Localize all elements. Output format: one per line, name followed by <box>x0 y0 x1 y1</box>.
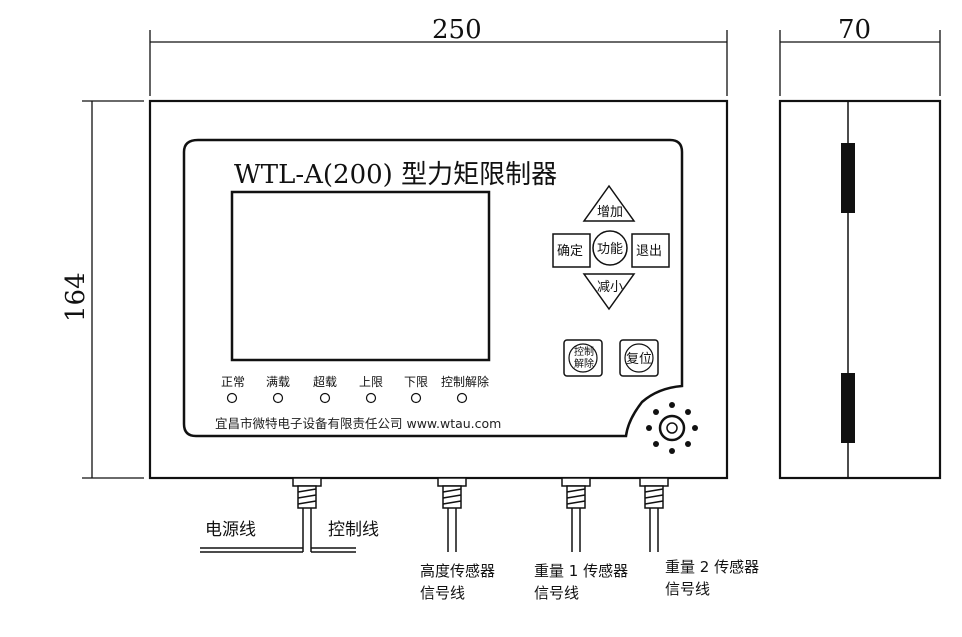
increase-label: 增加 <box>597 205 623 220</box>
increase-button[interactable]: 增加 <box>582 184 636 222</box>
control-release-label-bottom: 解除 <box>574 357 594 370</box>
decrease-button[interactable]: 减小 <box>582 273 636 311</box>
panel-title: WTL-A(200) 型力矩限制器 <box>234 160 557 190</box>
control-cable-label: 控制线 <box>328 520 379 540</box>
height-dimension <box>82 100 144 479</box>
buzzer-icon <box>646 402 698 454</box>
power-cable-label: 电源线 <box>205 520 256 540</box>
cable-gland-weight1 <box>561 477 591 552</box>
confirm-button[interactable]: 确定 <box>552 233 591 268</box>
weight2-sensor-line1: 重量 2 传感器 <box>665 558 759 576</box>
indicator-lower-limit-light <box>410 392 422 404</box>
depth-value: 70 <box>838 15 871 45</box>
cable-gland-power <box>292 477 322 552</box>
height-sensor-line1: 高度传感器 <box>420 562 495 580</box>
confirm-label: 确定 <box>557 244 583 259</box>
indicator-upper-limit-label: 上限 <box>359 375 383 389</box>
cable-gland-height <box>437 477 467 552</box>
control-release-button[interactable]: 控制 解除 <box>563 339 603 377</box>
indicator-upper-limit-light <box>365 392 377 404</box>
cable-gland-weight2 <box>639 477 669 552</box>
control-cable-right <box>311 547 356 553</box>
reset-button[interactable]: 复位 <box>619 339 659 377</box>
exit-label: 退出 <box>636 244 662 259</box>
company-name: 宜昌市微特电子设备有限责任公司 www.wtau.com <box>215 416 501 431</box>
indicator-normal-label: 正常 <box>221 375 245 389</box>
indicator-normal-light <box>226 392 238 404</box>
function-label: 功能 <box>597 242 623 257</box>
width-value: 250 <box>432 15 482 45</box>
side-hinge-top <box>841 143 855 213</box>
depth-dimension <box>779 30 941 96</box>
height-sensor-line2: 信号线 <box>420 584 465 602</box>
indicator-row: 正常 满载 超载 上限 下限 控制解除 <box>221 374 489 404</box>
reset-label: 复位 <box>626 352 652 367</box>
side-housing <box>778 99 942 480</box>
function-button[interactable]: 功能 <box>592 230 628 266</box>
indicator-control-release-light <box>456 392 468 404</box>
indicator-overload-light <box>319 392 331 404</box>
indicator-lower-limit-label: 下限 <box>404 375 428 389</box>
decrease-label: 减小 <box>597 280 623 295</box>
weight1-sensor-line2: 信号线 <box>534 584 579 602</box>
power-cable-left <box>200 547 303 553</box>
height-value: 164 <box>61 272 91 322</box>
indicator-control-release-label: 控制解除 <box>441 374 489 389</box>
weight2-sensor-line2: 信号线 <box>665 580 710 598</box>
side-hinge-bottom <box>841 373 855 443</box>
weight1-sensor-line1: 重量 1 传感器 <box>534 562 628 580</box>
indicator-full-load-label: 满载 <box>266 375 290 389</box>
exit-button[interactable]: 退出 <box>631 233 670 268</box>
control-release-label-top: 控制 <box>574 345 594 358</box>
lcd-display <box>230 190 491 362</box>
indicator-full-load-light <box>272 392 284 404</box>
indicator-overload-label: 超载 <box>313 374 337 389</box>
width-dimension <box>149 30 728 96</box>
